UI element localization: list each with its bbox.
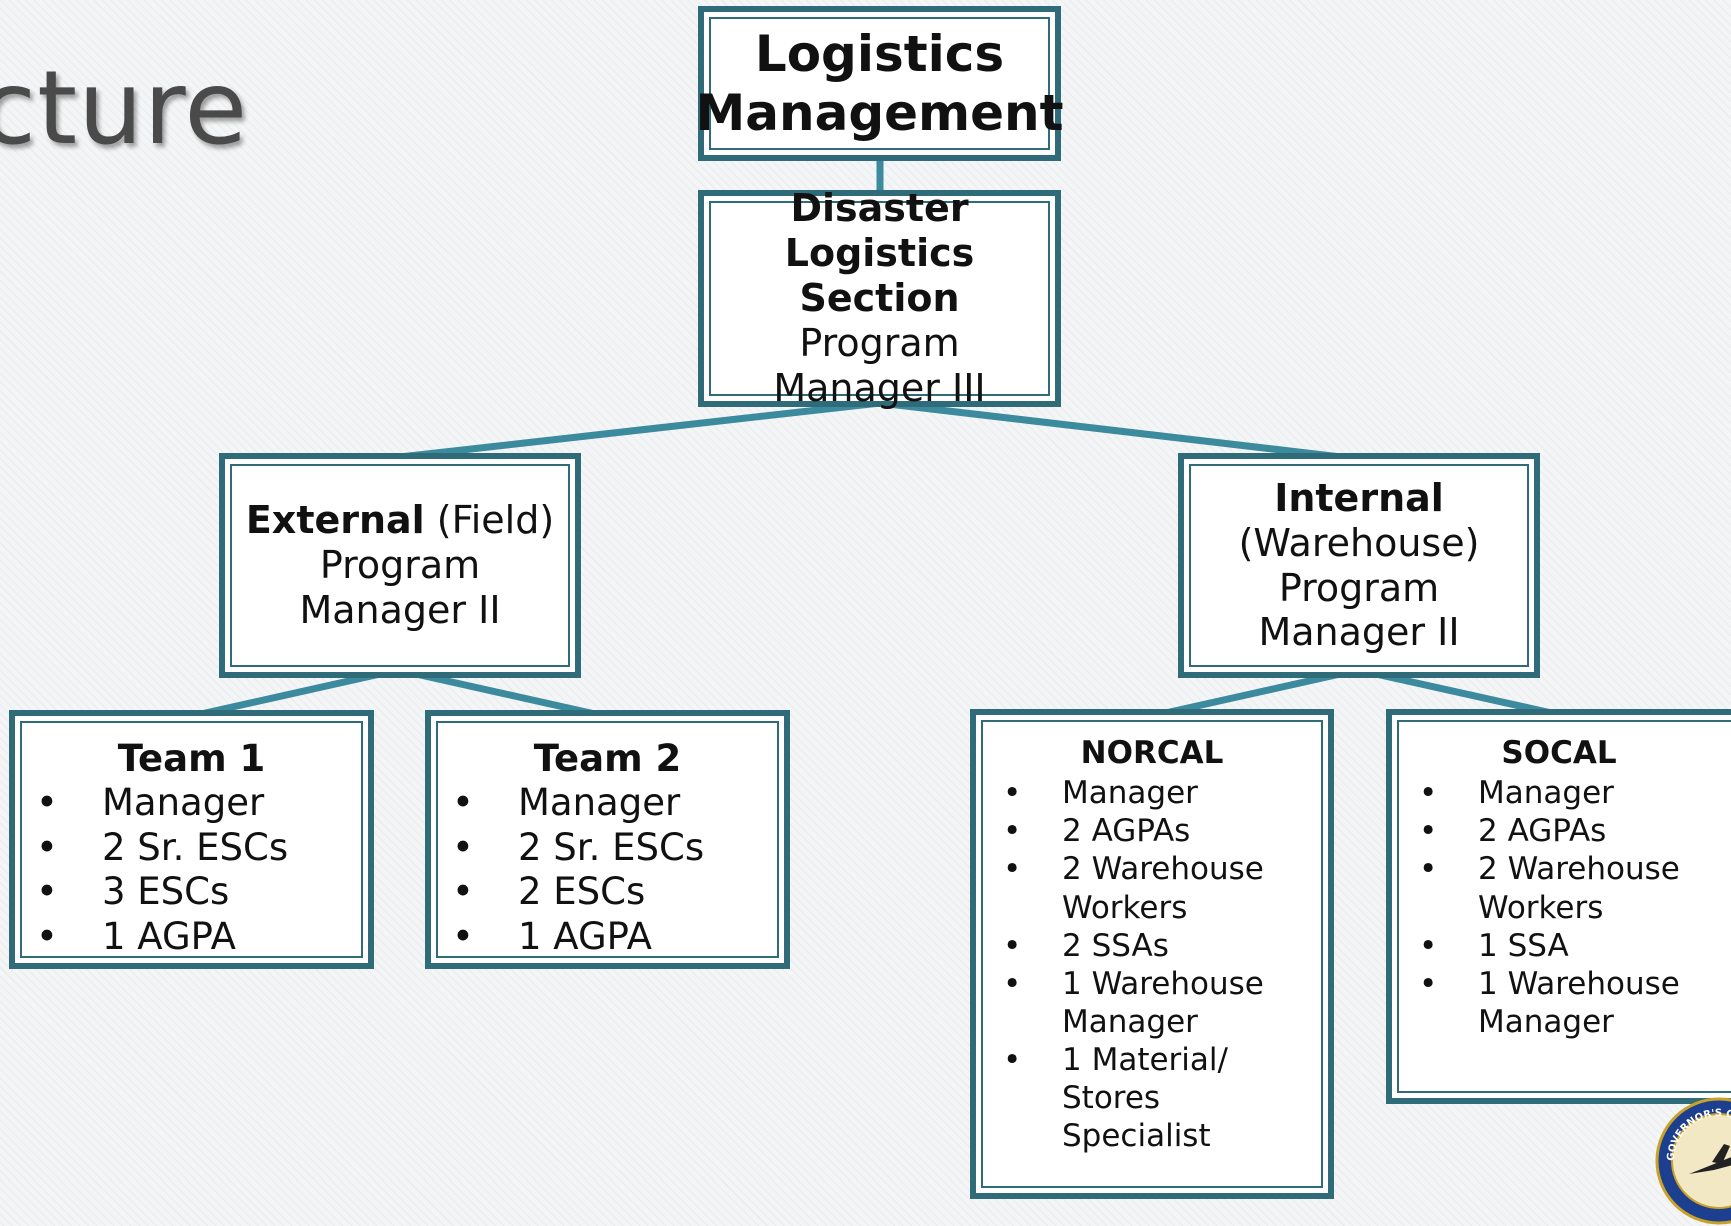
- external-role-line2: Manager II: [299, 587, 501, 632]
- list-item: •1 Warehouse Manager: [1419, 965, 1680, 1040]
- team1-list: •Manager •2 Sr. ESCs •3 ESCs •1 AGPA: [22, 781, 361, 959]
- list-item: •2 Warehouse Workers: [1003, 851, 1264, 926]
- list-item: •2 Sr. ESCs: [36, 825, 289, 869]
- governors-office-seal-logo: GOVERNOR'S OFFICE: [1655, 1097, 1731, 1225]
- logistics-management-line1: Logistics: [754, 24, 1005, 83]
- list-item: •2 SSAs: [1003, 927, 1169, 964]
- team1-box: Team 1 •Manager •2 Sr. ESCs •3 ESCs •1 A…: [9, 710, 374, 969]
- list-item: •2 Warehouse Workers: [1419, 851, 1680, 926]
- external-field-box: External (Field) Program Manager II: [219, 453, 581, 678]
- socal-list: •Manager •2 AGPAs •2 Warehouse Workers •…: [1399, 774, 1719, 1041]
- internal-warehouse-box: Internal (Warehouse) Program Manager II: [1178, 453, 1540, 678]
- list-item: •3 ESCs: [36, 870, 230, 914]
- list-item: •Manager: [36, 781, 265, 825]
- disaster-logistics-section-box: Disaster Logistics Section Program Manag…: [698, 186, 1061, 410]
- logistics-management-box: Logistics Management: [695, 6, 1064, 161]
- list-item: •1 Warehouse Manager: [1003, 965, 1264, 1040]
- internal-role-line1: Program: [1278, 565, 1440, 610]
- list-item: •1 AGPA: [36, 914, 236, 958]
- external-title-suffix: (Field): [424, 498, 555, 543]
- norcal-box: NORCAL •Manager •2 AGPAs •2 Warehouse Wo…: [970, 709, 1334, 1199]
- list-item: •Manager: [1003, 775, 1198, 812]
- section-role-line1: Program: [799, 320, 960, 365]
- socal-title: SOCAL: [1501, 735, 1617, 771]
- section-title-line2: Logistics Section: [784, 231, 975, 321]
- team1-title: Team 1: [117, 737, 266, 780]
- list-item: •Manager: [452, 781, 681, 825]
- list-item: •1 SSA: [1419, 927, 1569, 964]
- team2-list: •Manager •2 Sr. ESCs •2 ESCs •1 AGPA: [438, 781, 777, 959]
- team2-box: Team 2 •Manager •2 Sr. ESCs •2 ESCs •1 A…: [425, 710, 790, 969]
- norcal-list: •Manager •2 AGPAs •2 Warehouse Workers •…: [983, 774, 1321, 1155]
- socal-box: SOCAL •Manager •2 AGPAs •2 Warehouse Wor…: [1386, 709, 1731, 1104]
- external-role-line1: Program: [319, 543, 481, 588]
- connector-section-external: [399, 399, 881, 461]
- logistics-management-line2: Management: [695, 83, 1064, 142]
- list-item: •2 AGPAs: [1419, 813, 1607, 850]
- connector-section-internal: [879, 399, 1359, 463]
- external-title: External (Field): [246, 498, 554, 543]
- list-item: •1 Material/ Stores Specialist: [1003, 1042, 1228, 1155]
- internal-title: Internal: [1274, 475, 1444, 520]
- list-item: •2 AGPAs: [1003, 813, 1191, 850]
- norcal-title: NORCAL: [1080, 735, 1224, 771]
- section-role-line2: Manager III: [773, 365, 986, 410]
- list-item: •2 Sr. ESCs: [452, 825, 705, 869]
- team2-title: Team 2: [533, 737, 682, 780]
- slide-title: cture: [0, 49, 249, 168]
- list-item: •2 ESCs: [452, 870, 646, 914]
- list-item: •1 AGPA: [452, 914, 652, 958]
- internal-role-line2: Manager II: [1258, 610, 1460, 655]
- list-item: •Manager: [1419, 775, 1614, 812]
- section-title-line1: Disaster: [790, 186, 969, 231]
- internal-subtitle: (Warehouse): [1238, 520, 1480, 565]
- external-title-bold: External: [245, 498, 425, 543]
